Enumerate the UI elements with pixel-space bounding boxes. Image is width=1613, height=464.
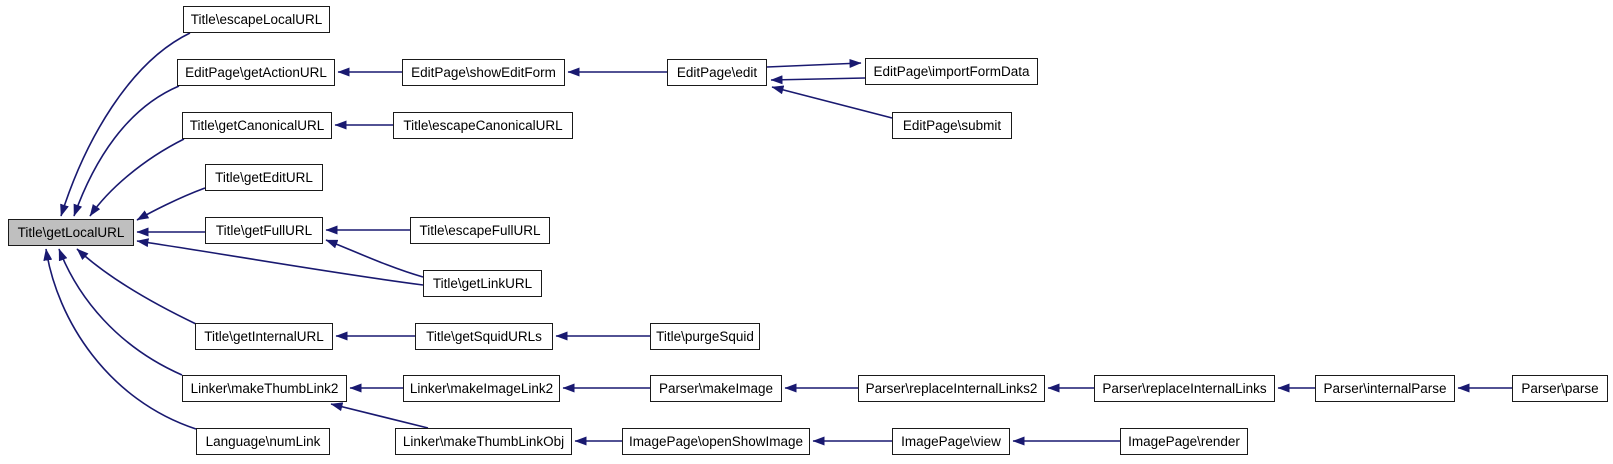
node-imagepage-view[interactable]: ImagePage\view xyxy=(892,428,1010,455)
node-imagepage-openshowimage[interactable]: ImagePage\openShowImage xyxy=(622,428,810,455)
node-parser-parse[interactable]: Parser\parse xyxy=(1512,375,1608,402)
node-title-getediturl[interactable]: Title\getEditURL xyxy=(205,164,323,191)
edge-numlink-getlocalurl xyxy=(43,248,197,430)
node-linker-makethumblinkobj[interactable]: Linker\makeThumbLinkObj xyxy=(395,428,572,455)
edge-makethumblink2-getlocalurl xyxy=(58,248,183,376)
edge-getlinkurl-getlocalurl xyxy=(136,238,424,286)
node-parser-replaceinternallinks2[interactable]: Parser\replaceInternalLinks2 xyxy=(858,375,1045,402)
edge-importformdata-edit xyxy=(770,75,866,85)
node-title-getsquidurls[interactable]: Title\getSquidURLs xyxy=(415,323,553,350)
edge-getlinkurl-getfullurl xyxy=(325,239,424,278)
node-title-purgesquid[interactable]: Title\purgeSquid xyxy=(650,323,760,350)
node-linker-makethumblink2[interactable]: Linker\makeThumbLink2 xyxy=(182,375,347,402)
node-parser-makeimage[interactable]: Parser\makeImage xyxy=(650,375,782,402)
edge-edit-importformdata xyxy=(766,58,862,68)
node-title-getfullurl[interactable]: Title\getFullURL xyxy=(205,217,323,244)
node-language-numlink[interactable]: Language\numLink xyxy=(196,428,330,455)
node-imagepage-render[interactable]: ImagePage\render xyxy=(1120,428,1248,455)
edge-getediturl-getlocalurl xyxy=(136,187,206,221)
node-title-getlinkurl[interactable]: Title\getLinkURL xyxy=(423,270,542,297)
node-title-getinternalurl[interactable]: Title\getInternalURL xyxy=(195,323,333,350)
node-title-getcanonicalurl[interactable]: Title\getCanonicalURL xyxy=(182,112,332,139)
node-title-getlocalurl: Title\getLocalURL xyxy=(8,219,134,246)
node-title-escapelocalurl[interactable]: Title\escapeLocalURL xyxy=(183,6,330,33)
node-linker-makeimagelink2[interactable]: Linker\makeImageLink2 xyxy=(403,375,560,402)
edge-makethumblinkobj-makethumblink2 xyxy=(330,402,429,429)
edge-getinternalurl-getlocalurl xyxy=(76,248,197,325)
node-editpage-edit[interactable]: EditPage\edit xyxy=(667,59,767,86)
node-title-escapecanonicalurl[interactable]: Title\escapeCanonicalURL xyxy=(393,112,573,139)
node-editpage-showeditform[interactable]: EditPage\showEditForm xyxy=(402,59,565,86)
node-parser-replaceinternallinks[interactable]: Parser\replaceInternalLinks xyxy=(1094,375,1275,402)
node-editpage-importformdata[interactable]: EditPage\importFormData xyxy=(865,58,1038,85)
edge-getactionurl-getlocalurl xyxy=(73,85,180,217)
node-title-escapefullurl[interactable]: Title\escapeFullURL xyxy=(410,217,550,244)
node-editpage-submit[interactable]: EditPage\submit xyxy=(892,112,1012,139)
edge-getcanonicalurl-getlocalurl xyxy=(89,138,185,217)
edge-escapelocalurl-getlocalurl xyxy=(60,32,191,217)
node-parser-internalparse[interactable]: Parser\internalParse xyxy=(1315,375,1455,402)
node-editpage-getactionurl[interactable]: EditPage\getActionURL xyxy=(177,59,335,86)
edge-submit-edit xyxy=(771,85,893,119)
